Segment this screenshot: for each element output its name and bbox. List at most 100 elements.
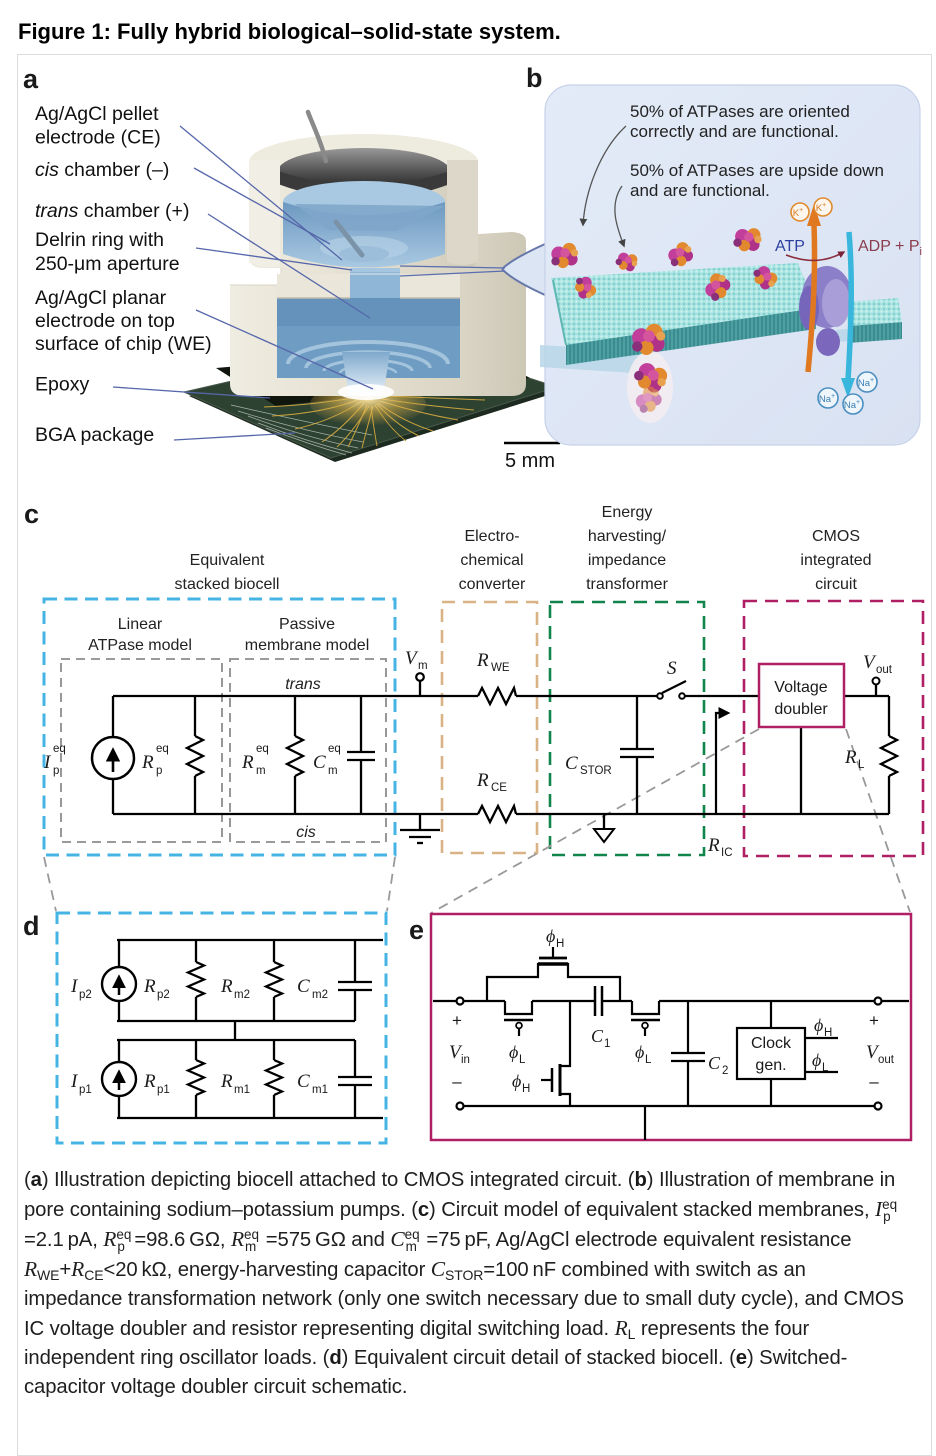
svg-text:Clock: Clock	[751, 1035, 792, 1052]
svg-text:STOR: STOR	[580, 765, 612, 777]
svg-text:R: R	[143, 1071, 156, 1092]
svg-text:m1: m1	[234, 1084, 250, 1096]
svg-text:C: C	[708, 1053, 721, 1073]
svg-text:ϕ: ϕ	[635, 1042, 644, 1062]
svg-text:Electro-: Electro-	[464, 528, 519, 545]
svg-text:IC: IC	[721, 847, 733, 859]
svg-text:C: C	[565, 753, 578, 774]
svg-text:50% of ATPases are upside down: 50% of ATPases are upside down	[630, 161, 884, 180]
svg-text:CMOS: CMOS	[812, 528, 860, 545]
svg-text:cis: cis	[296, 824, 316, 841]
svg-text:R: R	[476, 770, 489, 791]
svg-text:R: R	[141, 752, 154, 773]
svg-text:p2: p2	[79, 989, 92, 1001]
svg-text:electrode on top: electrode on top	[35, 310, 175, 332]
svg-text:R: R	[220, 976, 233, 997]
svg-text:integrated: integrated	[800, 552, 871, 569]
svg-text:ADP + Pi: ADP + Pi	[858, 238, 922, 258]
svg-text:250-μm aperture: 250-μm aperture	[35, 253, 180, 275]
svg-text:cis chamber (–): cis chamber (–)	[35, 159, 169, 181]
svg-text:transformer: transformer	[586, 576, 668, 593]
svg-text:Equivalent: Equivalent	[190, 552, 265, 569]
svg-text:out: out	[876, 664, 893, 676]
svg-text:H: H	[522, 1083, 530, 1095]
svg-text:L: L	[645, 1054, 652, 1066]
svg-text:ϕ: ϕ	[512, 1071, 521, 1091]
svg-text:H: H	[556, 938, 564, 950]
svg-text:chemical: chemical	[460, 552, 523, 569]
svg-text:circuit: circuit	[815, 576, 857, 593]
svg-text:p1: p1	[79, 1084, 92, 1096]
svg-text:5 mm: 5 mm	[505, 450, 555, 472]
svg-text:–: –	[452, 1072, 462, 1091]
svg-text:Passive: Passive	[279, 616, 335, 633]
svg-text:ATP: ATP	[775, 238, 805, 255]
svg-text:H: H	[824, 1027, 832, 1039]
svg-text:Ag/AgCl planar: Ag/AgCl planar	[35, 287, 167, 309]
svg-text:V: V	[866, 1042, 880, 1063]
svg-text:c: c	[24, 499, 39, 529]
svg-text:harvesting/: harvesting/	[588, 528, 667, 545]
svg-text:Linear: Linear	[118, 616, 163, 633]
svg-text:eq: eq	[53, 743, 66, 755]
svg-text:50% of ATPases are oriented: 50% of ATPases are oriented	[630, 102, 850, 121]
svg-text:m: m	[328, 765, 338, 777]
svg-text:and are functional.: and are functional.	[630, 181, 770, 200]
svg-text:p2: p2	[157, 989, 170, 1001]
svg-text:ϕ: ϕ	[812, 1050, 821, 1070]
svg-text:d: d	[23, 911, 40, 941]
svg-text:e: e	[409, 915, 424, 945]
svg-text:membrane model: membrane model	[245, 637, 370, 654]
svg-text:electrode (CE): electrode (CE)	[35, 127, 161, 149]
svg-text:doubler: doubler	[774, 701, 828, 718]
svg-text:eq: eq	[256, 743, 269, 755]
svg-text:impedance: impedance	[588, 552, 666, 569]
svg-text:K+: K+	[793, 207, 803, 219]
svg-text:Energy: Energy	[602, 504, 653, 521]
svg-text:correctly and are functional.: correctly and are functional.	[630, 122, 839, 141]
svg-text:C: C	[297, 976, 310, 997]
svg-text:p: p	[53, 765, 59, 777]
svg-text:R: R	[844, 747, 857, 768]
svg-text:surface of chip (WE): surface of chip (WE)	[35, 333, 212, 355]
svg-text:a: a	[23, 64, 39, 94]
svg-text:ϕ: ϕ	[814, 1015, 823, 1035]
svg-text:V: V	[863, 652, 877, 673]
svg-text:BGA package: BGA package	[35, 424, 154, 446]
svg-text:R: R	[707, 835, 720, 856]
svg-text:C: C	[591, 1026, 604, 1046]
svg-text:ATPase model: ATPase model	[88, 637, 192, 654]
svg-text:V: V	[405, 648, 419, 669]
svg-text:ϕ: ϕ	[546, 926, 555, 946]
svg-text:V: V	[449, 1042, 463, 1063]
svg-text:CE: CE	[491, 782, 507, 794]
svg-text:trans: trans	[285, 676, 321, 693]
svg-text:R: R	[220, 1071, 233, 1092]
svg-text:p: p	[156, 765, 162, 777]
svg-text:L: L	[858, 759, 865, 771]
svg-text:2: 2	[722, 1065, 728, 1077]
svg-text:m1: m1	[312, 1084, 328, 1096]
svg-text:I: I	[70, 976, 79, 997]
svg-text:ϕ: ϕ	[509, 1042, 518, 1062]
svg-text:R: R	[476, 650, 489, 671]
svg-text:converter: converter	[459, 576, 526, 593]
svg-text:R: R	[241, 752, 254, 773]
svg-text:gen.: gen.	[755, 1057, 786, 1074]
svg-text:C: C	[297, 1071, 310, 1092]
svg-text:I: I	[70, 1071, 79, 1092]
svg-text:stacked biocell: stacked biocell	[175, 576, 280, 593]
svg-text:b: b	[526, 63, 543, 93]
svg-text:WE: WE	[491, 662, 510, 674]
svg-text:C: C	[313, 752, 326, 773]
svg-text:Delrin ring with: Delrin ring with	[35, 229, 164, 251]
svg-text:m: m	[418, 660, 428, 672]
svg-text:in: in	[461, 1054, 470, 1066]
svg-text:Voltage: Voltage	[774, 679, 827, 696]
svg-text:1: 1	[604, 1038, 610, 1050]
svg-text:eq: eq	[328, 743, 341, 755]
svg-text:p1: p1	[157, 1084, 170, 1096]
svg-text:L: L	[822, 1062, 829, 1074]
svg-text:+: +	[869, 1011, 879, 1030]
svg-text:L: L	[519, 1054, 526, 1066]
